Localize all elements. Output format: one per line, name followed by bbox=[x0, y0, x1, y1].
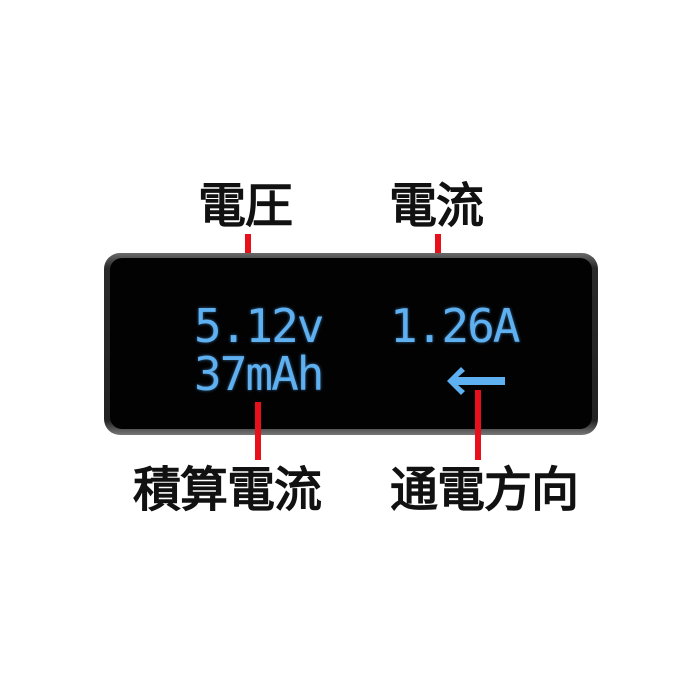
accumulated-current-label: 積算電流 bbox=[133, 462, 322, 518]
capacity-pointer-line bbox=[255, 402, 261, 460]
capacity-readout: 37mAh bbox=[194, 347, 324, 401]
current-readout: 1.26A bbox=[390, 299, 520, 353]
usb-meter-device: 5.12v 1.26A 37mAh bbox=[104, 253, 598, 435]
voltage-label: 電圧 bbox=[198, 178, 293, 234]
oled-screen: 5.12v 1.26A 37mAh bbox=[110, 258, 592, 429]
current-direction-label: 通電方向 bbox=[390, 462, 579, 518]
voltage-readout: 5.12v bbox=[194, 299, 324, 353]
arrow-left-icon bbox=[447, 367, 505, 395]
current-label: 電流 bbox=[389, 178, 484, 234]
direction-pointer-line bbox=[475, 390, 481, 460]
